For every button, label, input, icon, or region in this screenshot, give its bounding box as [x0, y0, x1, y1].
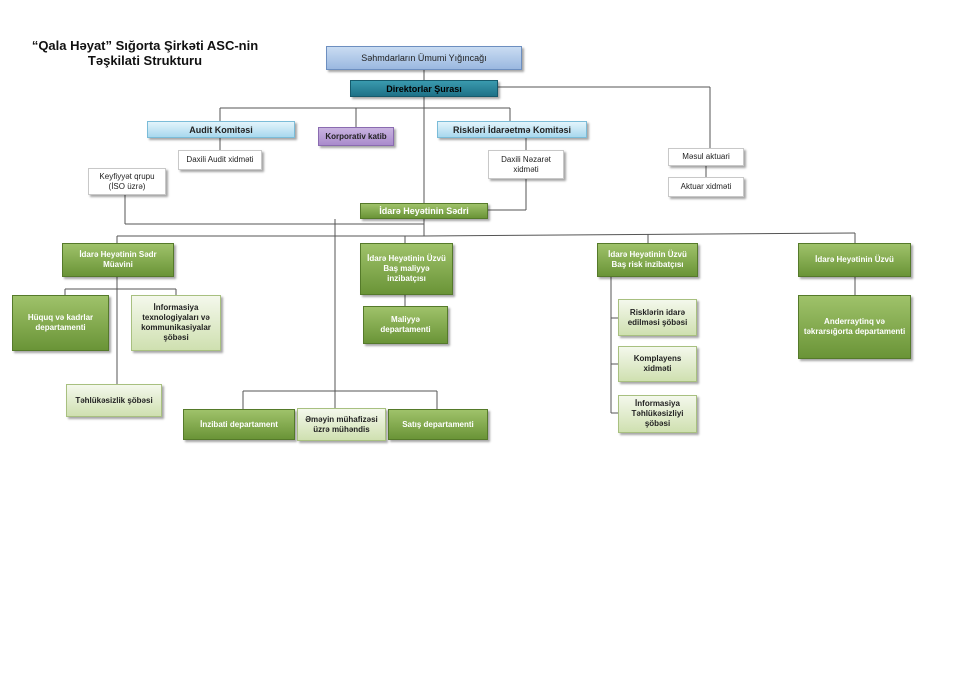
risk-committee-label: Riskləri İdarəetmə Komitəsi [452, 124, 572, 135]
corporate-secretary-box[interactable]: Korporativ katib [318, 127, 394, 146]
board-of-directors-label: Direktorlar Şurası [386, 83, 462, 94]
deputy-chairman-label: İdarə Heyətinin Sədr Müavini [79, 250, 157, 269]
it-communications-label: İnformasiya texnologiyaları və kommunika… [141, 303, 211, 342]
legal-hr-department-label: Hüquq və kadrlar departamenti [27, 313, 94, 332]
legal-hr-department-box[interactable]: Hüquq və kadrlar departamenti [12, 295, 109, 351]
security-department-box[interactable]: Təhlükəsizlik şöbəsi [66, 384, 162, 417]
cfo-label: İdarə Heyətinin Üzvü Baş maliyyə inzibat… [367, 254, 446, 283]
cro-box[interactable]: İdarə Heyətinin Üzvü Baş risk inzibatçıs… [597, 243, 698, 277]
internal-control-label: Daxili Nəzarət xidməti [501, 154, 551, 174]
internal-audit-label: Daxili Audit xidməti [186, 155, 254, 164]
board-member-label: İdarə Heyətinin Üzvü [815, 255, 894, 264]
board-member-box[interactable]: İdarə Heyətinin Üzvü [798, 243, 911, 277]
actuarial-service-label: Aktuar xidməti [680, 182, 732, 191]
administrative-department-label: İnzibati departament [200, 419, 278, 429]
audit-committee-box[interactable]: Audit Komitəsi [147, 121, 295, 138]
information-security-label: İnformasiya Təhlükəsizliyi şöbəsi [631, 399, 684, 428]
shareholders-meeting-box[interactable]: Səhmdarların Ümumi Yığıncağı [326, 46, 522, 70]
security-department-label: Təhlükəsizlik şöbəsi [75, 395, 153, 405]
finance-department-box[interactable]: Maliyyə departamenti [363, 306, 448, 344]
deputy-chairman-box[interactable]: İdarə Heyətinin Sədr Müavini [62, 243, 174, 277]
sales-department-box[interactable]: Satış departamenti [388, 409, 488, 440]
actuarial-service-box[interactable]: Aktuar xidməti [668, 177, 744, 197]
safety-engineer-box[interactable]: Əməyin mühafizəsi üzrə mühəndis [297, 408, 386, 441]
it-communications-box[interactable]: İnformasiya texnologiyaları və kommunika… [131, 295, 221, 351]
internal-audit-box[interactable]: Daxili Audit xidməti [178, 150, 262, 170]
underwriting-department-box[interactable]: Anderraytinq və təkrarsığorta departamen… [798, 295, 911, 359]
board-of-directors-box[interactable]: Direktorlar Şurası [350, 80, 498, 97]
title-line-1: “Qala Həyat” Sığorta Şirkəti ASC-nin [31, 38, 259, 53]
corporate-secretary-label: Korporativ katib [325, 131, 387, 141]
safety-engineer-label: Əməyin mühafizəsi üzrə mühəndis [305, 414, 378, 434]
risk-management-label: Risklərin idarə edilməsi şöbəsi [627, 307, 688, 327]
responsible-actuary-label: Məsul aktuari [682, 152, 730, 161]
risk-committee-box[interactable]: Riskləri İdarəetmə Komitəsi [437, 121, 587, 138]
internal-control-box[interactable]: Daxili Nəzarət xidməti [488, 150, 564, 179]
risk-management-box[interactable]: Risklərin idarə edilməsi şöbəsi [618, 299, 697, 336]
administrative-department-box[interactable]: İnzibati departament [183, 409, 295, 440]
compliance-label: Komplayens xidməti [633, 354, 682, 373]
quality-group-box[interactable]: Keyfiyyət qrupu (İSO üzrə) [88, 168, 166, 195]
finance-department-label: Maliyyə departamenti [380, 315, 431, 334]
responsible-actuary-box[interactable]: Məsul aktuari [668, 148, 744, 166]
shareholders-meeting-label: Səhmdarların Ümumi Yığıncağı [361, 53, 487, 63]
audit-committee-label: Audit Komitəsi [189, 124, 253, 135]
title-line-2: Təşkilati Strukturu [87, 53, 203, 68]
cro-label: İdarə Heyətinin Üzvü Baş risk inzibatçıs… [608, 250, 687, 269]
cfo-box[interactable]: İdarə Heyətinin Üzvü Baş maliyyə inzibat… [360, 243, 453, 295]
chairman-label: İdarə Heyətinin Sədri [379, 206, 469, 216]
sales-department-label: Satış departamenti [402, 419, 474, 429]
underwriting-department-label: Anderraytinq və təkrarsığorta departamen… [803, 317, 906, 336]
compliance-box[interactable]: Komplayens xidməti [618, 346, 697, 382]
chairman-box[interactable]: İdarə Heyətinin Sədri [360, 203, 488, 219]
chart-title: “Qala Həyat” Sığorta Şirkəti ASC-nin Təş… [30, 38, 260, 68]
quality-group-label: Keyfiyyət qrupu (İSO üzrə) [99, 171, 155, 191]
information-security-box[interactable]: İnformasiya Təhlükəsizliyi şöbəsi [618, 395, 697, 433]
connector-line [423, 232, 856, 237]
